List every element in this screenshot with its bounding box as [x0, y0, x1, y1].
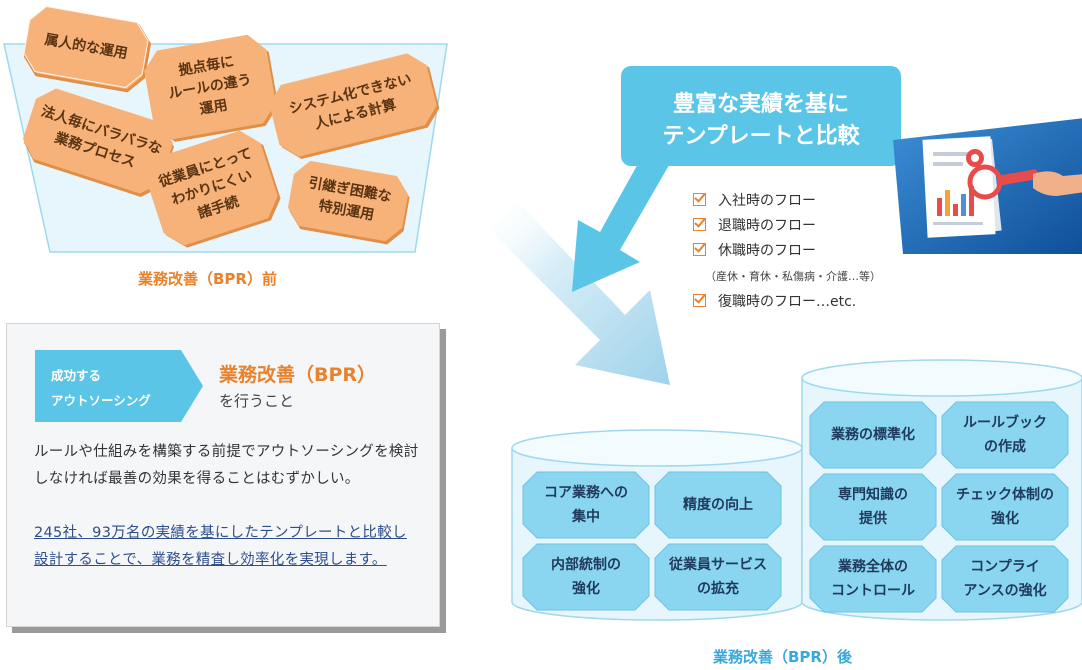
checkbox-checked-icon [693, 294, 706, 307]
info-paragraph: ルールや仕組みを構築する前提でアウトソーシングを検討しなければ最善の効果を得るこ… [34, 444, 419, 487]
bpr-subtitle: を行うこと [219, 392, 295, 410]
before-tile-1: 属人的な運用 [17, 0, 156, 95]
after-left-tile-1: コア業務への 集中 [521, 470, 651, 540]
after-caption: 業務改善（BPR）後 [713, 648, 852, 666]
callout-line2: テンプレートと比較 [662, 124, 860, 149]
document-magnifier-illustration [893, 118, 1082, 254]
checklist-item-3: 休職時のフロー [693, 240, 816, 260]
after-left-tile-3: 内部統制の 強化 [521, 542, 651, 612]
after-right-tile-4: チェック体制の 強化 [940, 472, 1070, 542]
checkbox-checked-icon [693, 243, 706, 256]
callout-line1: 豊富な実績を基に [672, 92, 849, 117]
after-left-tile-4: 従業員サービス の拡充 [653, 542, 783, 612]
checklist-item-4: 復職時のフロー…etc. [693, 291, 856, 311]
before-tile-3: システム化できない 人による計算 [261, 45, 446, 166]
success-tag-line1: 成功する [51, 368, 102, 383]
after-right-tile-1: 業務の標準化 [808, 400, 938, 470]
info-box: 成功する アウトソーシング 業務改善（BPR） を行うこと ルールや仕組みを構築… [6, 323, 440, 627]
template-callout: 豊富な実績を基に テンプレートと比較 [621, 66, 901, 166]
before-tile-2: 拠点毎に ルールの違う 運用 [136, 27, 283, 146]
success-tag-line2: アウトソーシング [51, 393, 151, 408]
before-tile-5: 従業員にとって わかりにくい 諸手続 [136, 121, 289, 256]
before-caption: 業務改善（BPR）前 [138, 270, 277, 288]
checklist-note: （産休・育休・私傷病・介護…等） [705, 270, 881, 283]
before-tile-6: 引継ぎ困難な 特別運用 [281, 154, 416, 248]
after-right-tile-5: 業務全体の コントロール [808, 544, 938, 614]
bpr-title: 業務改善（BPR） [219, 364, 377, 386]
after-right-tile-2: ルールブック の作成 [940, 400, 1070, 470]
checklist-item-1: 入社時のフロー [693, 190, 816, 210]
after-left-tile-2: 精度の向上 [653, 470, 783, 540]
before-tile-4: 法人毎にバラバラな 業務プロセス [13, 79, 183, 204]
checklist-item-2: 退職時のフロー [693, 215, 816, 235]
success-tag: 成功する アウトソーシング [35, 350, 203, 422]
after-right-tile-3: 専門知識の 提供 [808, 472, 938, 542]
after-right-tile-6: コンプライ アンスの強化 [940, 544, 1070, 614]
info-link[interactable]: 245社、93万名の実績を基にしたテンプレートと比較し設計することで、業務を精査… [34, 525, 407, 568]
checkbox-checked-icon [693, 193, 706, 206]
checkbox-checked-icon [693, 218, 706, 231]
